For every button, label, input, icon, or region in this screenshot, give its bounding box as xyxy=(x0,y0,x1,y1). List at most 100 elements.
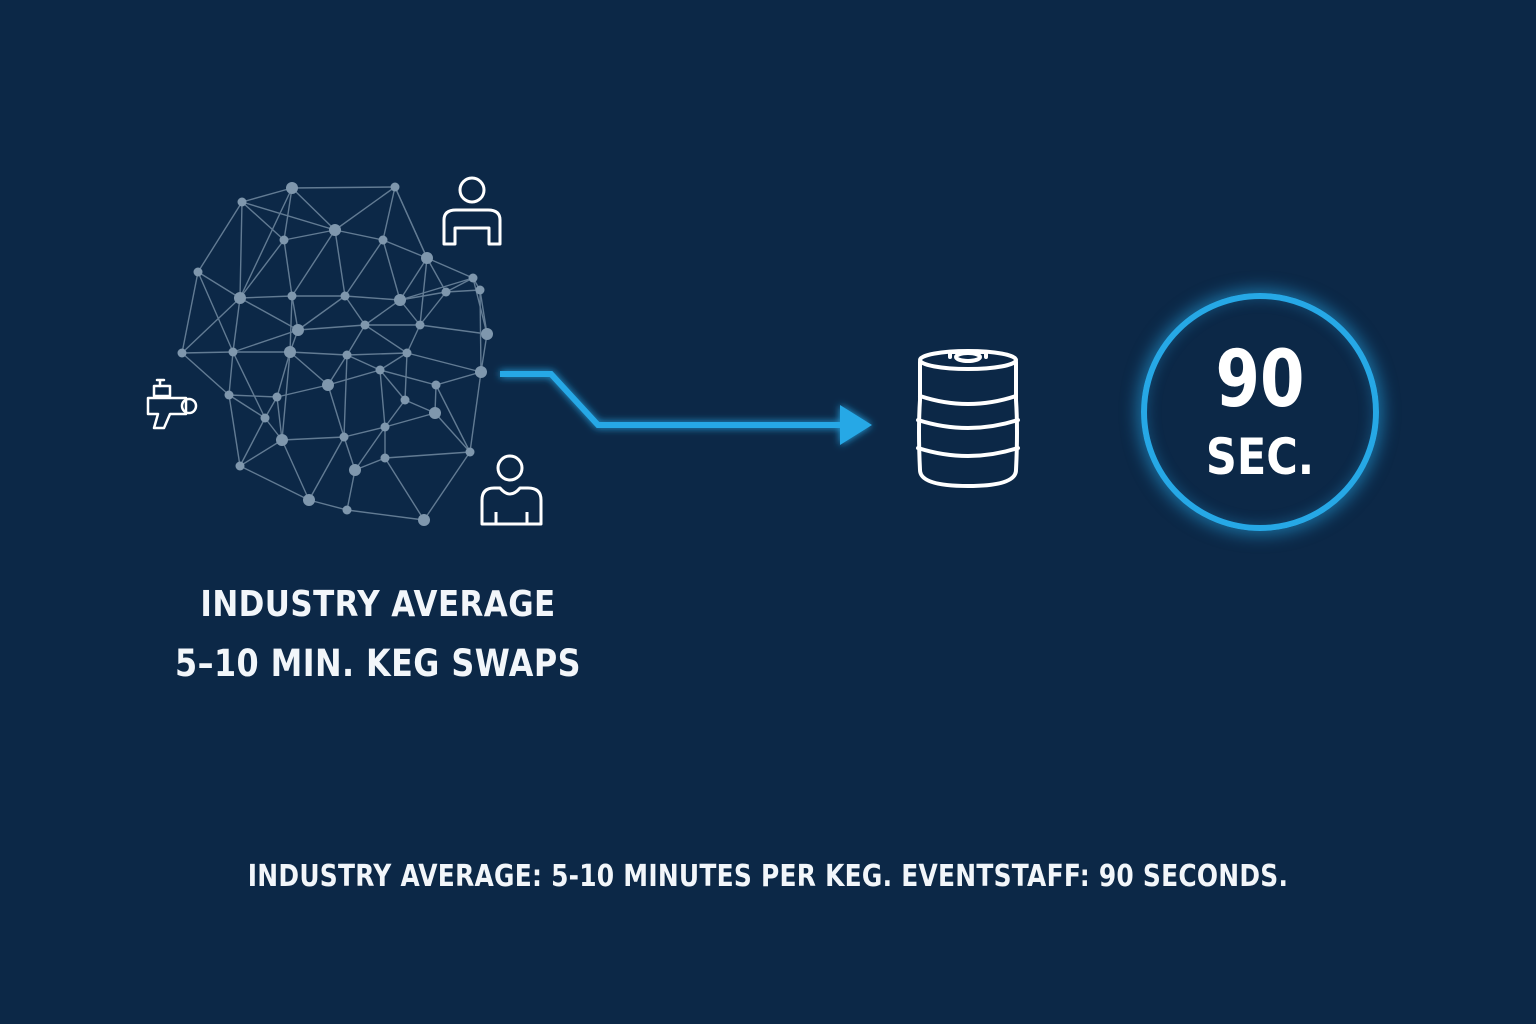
network-edge xyxy=(406,352,482,373)
network-edge xyxy=(181,352,230,396)
network-node xyxy=(481,328,493,340)
network-node xyxy=(400,395,410,405)
network-edge xyxy=(399,291,447,301)
network-node xyxy=(292,324,304,336)
network-edge xyxy=(445,289,481,293)
network-node xyxy=(339,432,349,442)
person-icon xyxy=(480,454,543,526)
network-node xyxy=(475,366,487,378)
network-edge xyxy=(291,186,396,189)
network-edge xyxy=(379,369,437,386)
network-edge xyxy=(281,436,345,441)
network-node xyxy=(421,252,433,264)
industry-average-value: 5–10 MIN. KEG SWAPS xyxy=(175,642,581,685)
network-edge xyxy=(181,351,234,354)
timer-circle: 90 SEC. xyxy=(1141,293,1379,531)
network-node xyxy=(418,514,430,526)
network-edge xyxy=(346,469,356,511)
network-edge xyxy=(228,394,266,419)
network-edge xyxy=(181,297,241,354)
network-node xyxy=(468,273,478,283)
network-node xyxy=(228,347,238,357)
network-node xyxy=(402,348,412,358)
network-edge xyxy=(384,399,406,428)
network-edge xyxy=(382,239,401,301)
network-edge xyxy=(239,295,293,299)
network-edge xyxy=(344,295,366,326)
network-edge xyxy=(289,351,329,386)
network-edge xyxy=(181,271,199,354)
network-edge xyxy=(379,369,386,428)
network-node xyxy=(329,224,341,236)
network-edge xyxy=(379,369,406,401)
beer-tap-icon xyxy=(146,378,198,430)
network-node xyxy=(342,350,352,360)
network-edge xyxy=(354,426,386,471)
industry-average-title: INDUSTRY AVERAGE xyxy=(200,584,556,625)
network-edge xyxy=(291,229,336,297)
network-edge xyxy=(479,289,482,373)
network-node xyxy=(340,291,350,301)
network-edge xyxy=(435,384,471,453)
network-edge xyxy=(239,201,243,299)
network-node xyxy=(193,267,203,277)
network-edge xyxy=(364,324,408,354)
network-node xyxy=(429,407,441,419)
network-node xyxy=(375,365,385,375)
network-edge xyxy=(239,297,299,331)
network-edge xyxy=(384,457,425,521)
network-edge xyxy=(283,239,293,297)
network-node xyxy=(360,320,370,330)
network-edge xyxy=(297,295,346,331)
network-node xyxy=(475,285,485,295)
network-edge xyxy=(289,351,348,356)
network-edge xyxy=(346,324,366,356)
badge-unit: SEC. xyxy=(1205,428,1315,486)
network-node xyxy=(415,320,425,330)
network-edge xyxy=(239,465,310,501)
network-edge xyxy=(334,186,396,231)
network-edge xyxy=(283,187,293,241)
network-edge xyxy=(197,271,234,353)
network-edge xyxy=(382,186,396,241)
network-edge xyxy=(469,371,482,453)
network-node xyxy=(234,292,246,304)
network-edge xyxy=(308,436,345,501)
network-edge xyxy=(399,277,474,301)
network-edge xyxy=(308,499,348,511)
network-edge xyxy=(228,394,278,398)
network-node xyxy=(260,413,270,423)
network-edge xyxy=(327,369,381,386)
network-edge xyxy=(241,201,336,231)
network-node xyxy=(378,235,388,245)
network-node xyxy=(303,494,315,506)
network-edge xyxy=(241,187,293,203)
network-node xyxy=(284,346,296,358)
network-icon xyxy=(177,182,493,526)
network-edge xyxy=(239,417,266,467)
network-node xyxy=(349,464,361,476)
network-edge xyxy=(343,426,386,438)
network-edge xyxy=(399,257,428,301)
network-edge xyxy=(344,239,384,297)
network-edge xyxy=(346,352,408,356)
network-edge xyxy=(426,257,474,279)
keg-icon xyxy=(916,349,1020,488)
network-edge xyxy=(423,451,471,521)
person-icon xyxy=(442,176,502,246)
network-node xyxy=(394,294,406,306)
network-edge xyxy=(346,509,425,521)
network-edge xyxy=(394,186,428,259)
network-edge xyxy=(343,354,348,438)
network-node xyxy=(380,422,390,432)
network-edge xyxy=(276,351,291,398)
network-edge xyxy=(480,333,488,373)
network-edge xyxy=(228,351,234,396)
network-node xyxy=(441,287,451,297)
network-node xyxy=(286,182,298,194)
network-node xyxy=(465,447,475,457)
network-node xyxy=(322,379,334,391)
network-edge xyxy=(445,277,474,293)
network-edge xyxy=(382,239,428,259)
network-edge xyxy=(384,412,436,428)
